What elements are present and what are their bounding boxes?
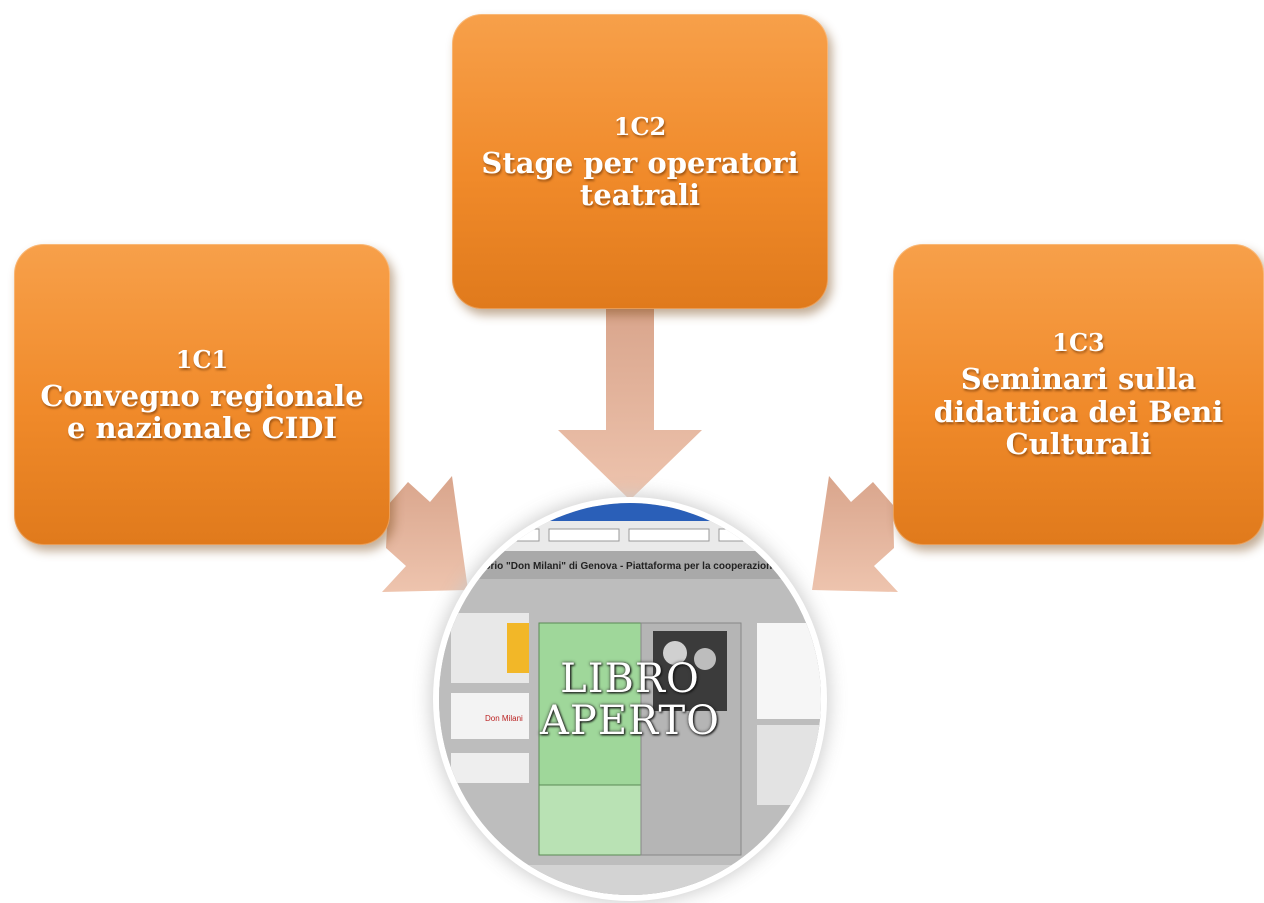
box-1c3: 1C3 Seminari sulla didattica dei Beni Cu… <box>893 244 1264 545</box>
box-code: 1C2 <box>613 111 667 141</box>
screenshot-name-text: Don Milani <box>485 714 523 723</box>
arrow-left-down <box>812 476 898 592</box>
box-title: Convegno regionale e nazionale CIDI <box>40 378 364 445</box>
hub-label-line1: LIBRO <box>560 656 700 702</box>
box-code: 1C1 <box>175 344 229 374</box>
arrow-down <box>558 308 702 500</box>
box-code: 1C3 <box>1052 328 1105 358</box>
box-1c2: 1C2 Stage per operatori teatrali <box>452 14 828 309</box>
box-1c1: 1C1 Convegno regionale e nazionale CIDI <box>14 244 390 545</box>
box-title: Stage per operatori teatrali <box>481 145 799 212</box>
screenshot-header-text: laboratorio "Don Milani" di Genova - Pia… <box>451 561 821 572</box>
box-title: Seminari sulla didattica dei Beni Cultur… <box>933 362 1224 462</box>
website-screenshot-image: laboratorio "Don Milani" di Genova - Pia… <box>439 503 821 895</box>
hub-screenshot-circle: laboratorio "Don Milani" di Genova - Pia… <box>439 503 821 895</box>
hub-label: LIBRO APERTO <box>439 658 821 742</box>
hub-label-line2: APERTO <box>540 698 720 744</box>
